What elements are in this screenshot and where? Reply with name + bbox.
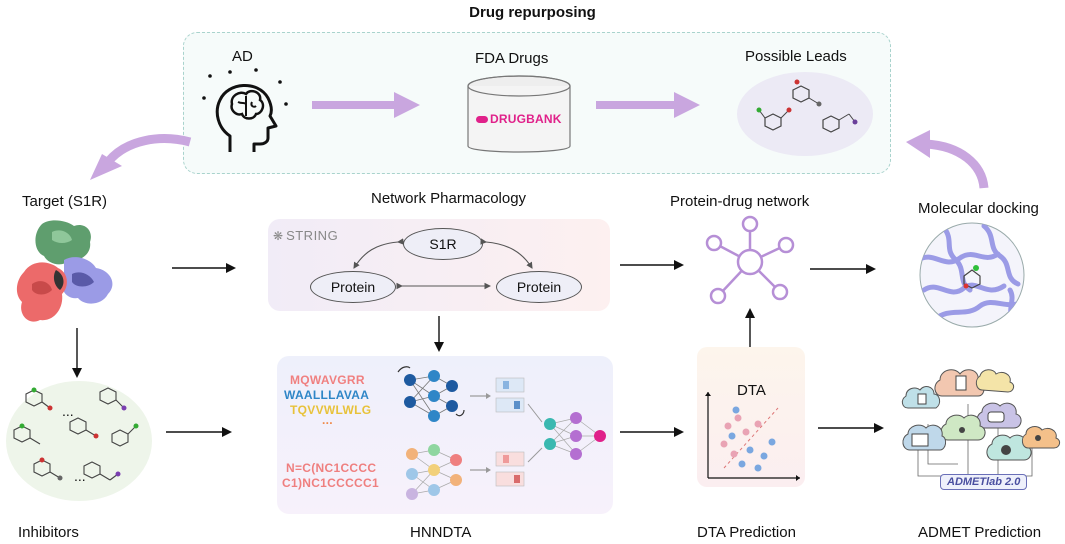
admet-prediction-label: ADMET Prediction: [918, 524, 1042, 541]
protein-drug-network-label: Protein-drug network: [670, 193, 810, 210]
possible-leads-molecules: [737, 72, 873, 156]
protein-sequence-1: MQWAVGRR: [290, 373, 365, 387]
protein-node-left: Protein: [310, 271, 396, 303]
curved-arrow-to-target: [90, 134, 192, 180]
brain-head-icon: [202, 68, 288, 152]
arrow-ad-to-fda: [312, 92, 420, 118]
arrow-proteindrug-to-docking: [810, 264, 876, 274]
protein-sequence-2: WAALLLAVAA: [284, 388, 370, 402]
string-logo: ❋ STRING: [273, 228, 339, 243]
hnndta-network-diagram: [397, 366, 606, 500]
dta-plot-title: DTA: [737, 382, 766, 399]
protein-node-right: Protein: [496, 271, 582, 303]
protein-drug-network-icon: [705, 215, 795, 305]
hnndta-label: HNNDTA: [410, 524, 472, 541]
arrow-target-to-inhibitors: [72, 328, 82, 378]
smiles-line-1: N=C(NC1CCCC: [286, 461, 377, 475]
curved-arrow-from-docking: [906, 130, 989, 189]
target-label: Target (S1R): [22, 193, 108, 210]
arrow-network-to-proteindrug: [620, 260, 684, 270]
inhibitors-ellipsis-bottom: ...: [74, 468, 86, 484]
string-icon: ❋: [273, 228, 284, 243]
admet-clouds-icon: [901, 369, 1061, 477]
molecular-docking-image: [919, 222, 1025, 328]
inhibitors-ellipsis-top: ...: [62, 403, 74, 419]
network-pharmacology-label: Network Pharmacology: [371, 190, 527, 207]
ad-label: AD: [232, 48, 253, 65]
drugbank-logo: DRUGBANK: [476, 112, 562, 126]
molecular-docking-label: Molecular docking: [918, 200, 1039, 217]
protein-sequence-3: TQVVWLWLG: [290, 403, 372, 417]
s1r-protein-structure: [16, 220, 113, 322]
possible-leads-label: Possible Leads: [745, 48, 847, 65]
inhibitors-label: Inhibitors: [18, 524, 79, 541]
diagram-title: Drug repurposing: [469, 4, 596, 21]
admetlab-badge: ADMETlab 2.0: [940, 474, 1028, 490]
fda-drugs-label: FDA Drugs: [475, 50, 549, 67]
drug-jar-icon: [467, 75, 571, 153]
arrow-dta-to-admet: [818, 423, 884, 433]
inhibitors-molecules: [6, 381, 152, 501]
dta-scatter-plot: [705, 392, 800, 481]
dta-plot-panel: [697, 347, 805, 487]
arrow-hnndta-to-dta: [620, 427, 684, 437]
smiles-line-2: C1)NC1CCCCC1: [282, 476, 379, 490]
arrow-inhibitors-to-hnndta: [166, 427, 232, 437]
string-edges: [353, 238, 533, 290]
protein-sequence-more: ...: [322, 413, 333, 427]
pill-icon: [476, 115, 488, 123]
arrow-network-to-hnndta: [434, 316, 444, 352]
arrow-fda-to-leads: [596, 92, 700, 118]
dta-prediction-label: DTA Prediction: [697, 524, 796, 541]
s1r-node: S1R: [403, 228, 483, 260]
arrow-target-to-network: [172, 263, 236, 273]
